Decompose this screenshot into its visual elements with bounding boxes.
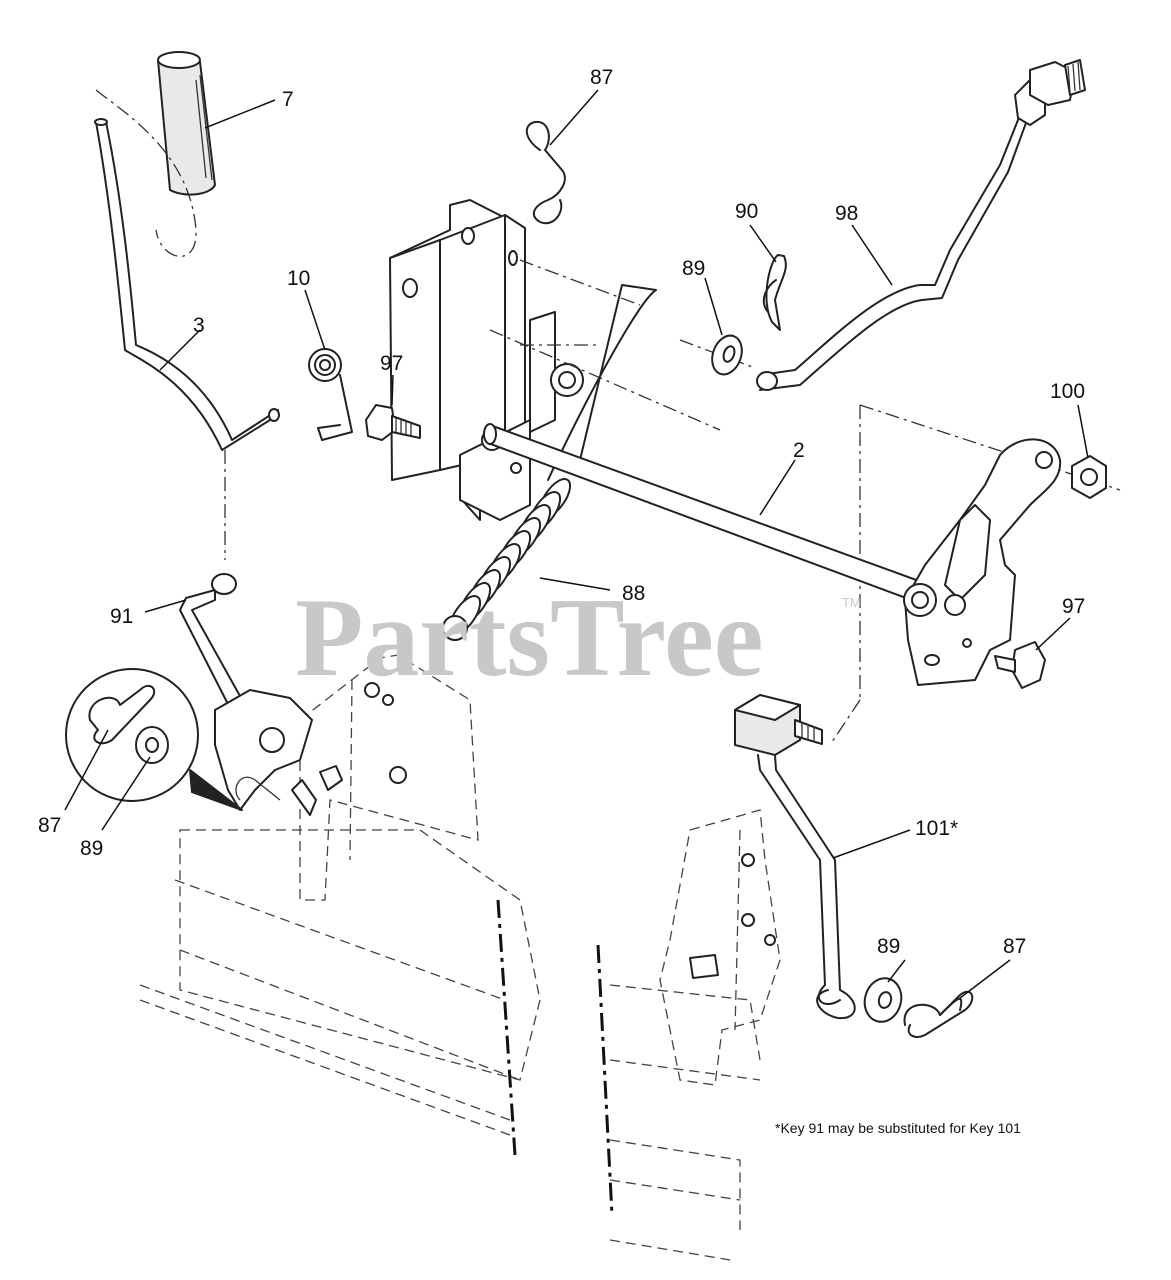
callout-101: 101* — [915, 817, 958, 840]
grip-phantom-line — [95, 89, 197, 258]
height-adjust-rod — [756, 59, 1086, 391]
callout-98: 98 — [835, 202, 858, 225]
callout-87-top: 87 — [590, 66, 613, 89]
footnote: *Key 91 may be substituted for Key 101 — [775, 1120, 1021, 1136]
left-hanger-plate — [299, 654, 479, 901]
hex-bolt-right — [994, 641, 1046, 689]
callout-97-left: 97 — [380, 352, 403, 375]
main-bracket — [389, 199, 584, 521]
hex-nut — [1071, 455, 1107, 499]
callout-87-bottom: 87 — [1003, 935, 1026, 958]
callout-89-detail: 89 — [80, 837, 103, 860]
callout-91: 91 — [110, 605, 133, 628]
callout-3-grip-7: 7 — [282, 88, 294, 111]
washer-top — [711, 334, 743, 376]
lift-rod-101 — [734, 694, 856, 1020]
callout-87-detail: 87 — [38, 814, 61, 837]
watermark-text: PartsTree — [295, 576, 764, 700]
callout-89-bottom: 89 — [877, 935, 900, 958]
torsion-spring — [308, 348, 353, 441]
left-arm-bracket — [214, 689, 343, 816]
hex-bolt-left — [365, 404, 421, 441]
hairpin-cotter-top — [525, 120, 566, 225]
extension-spring — [442, 284, 657, 641]
cotter-pin-90 — [762, 254, 787, 331]
callout-97-right: 97 — [1062, 595, 1085, 618]
washer-bottom — [863, 977, 903, 1023]
callout-89-top: 89 — [682, 257, 705, 280]
callout-10: 10 — [287, 267, 310, 290]
leader-lines — [64, 89, 1089, 999]
callout-88: 88 — [622, 582, 645, 605]
hairpin-cotter-bottom — [903, 990, 974, 1038]
watermark-trademark: TM — [842, 595, 861, 610]
callout-3-lever: 3 — [193, 314, 205, 337]
lift-lever — [94, 118, 280, 451]
callout-90: 90 — [735, 200, 758, 223]
callout-100: 100 — [1050, 380, 1085, 403]
lever-grip — [157, 51, 216, 196]
deck-outline — [139, 829, 761, 1261]
detail-circle — [65, 668, 243, 811]
right-hanger-plate — [659, 809, 781, 1086]
callout-2: 2 — [793, 439, 805, 462]
right-arm-bracket — [903, 438, 1062, 686]
